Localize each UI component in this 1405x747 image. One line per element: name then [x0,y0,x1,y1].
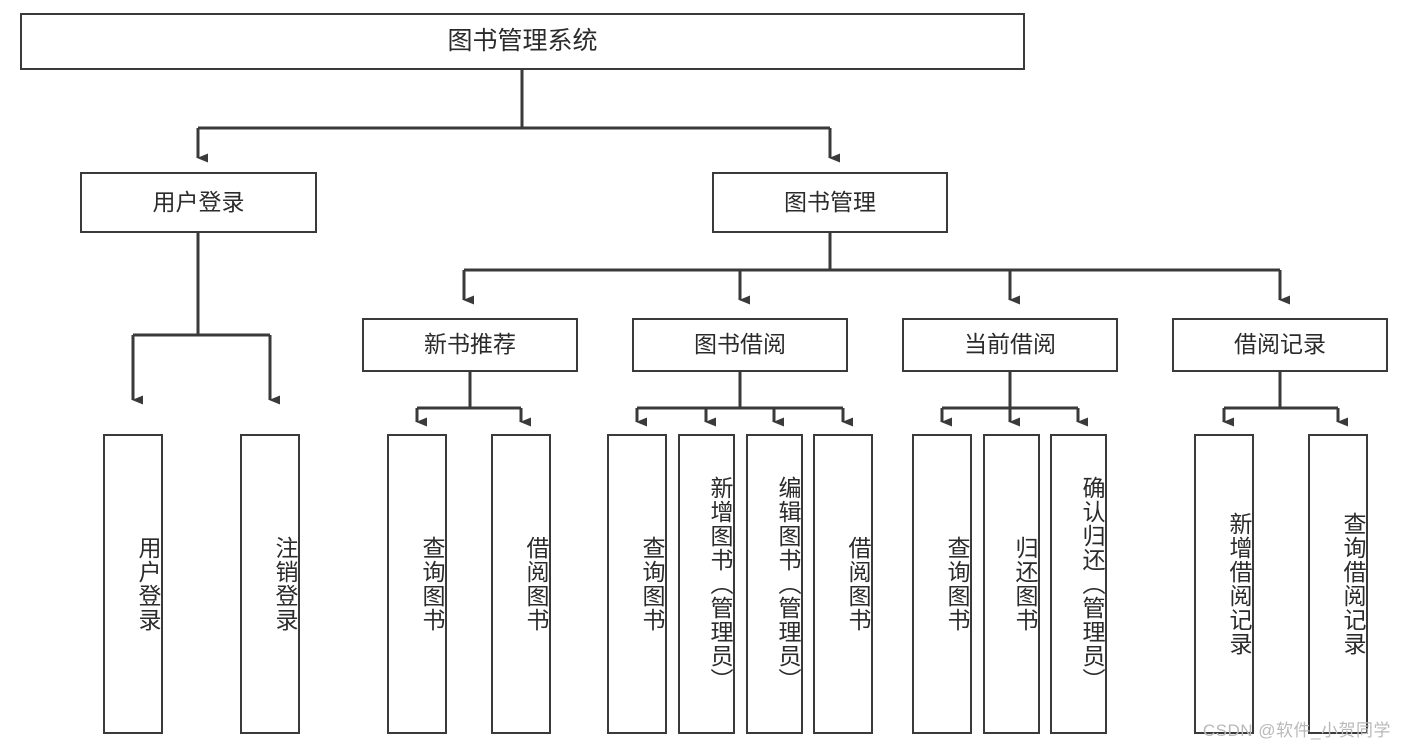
node-label: 借阅图书 [523,536,549,632]
node-label: 用户登录 [135,536,161,632]
node-label: 注销登录 [272,536,298,632]
node-label: 确认归还（管理员） [1079,476,1105,692]
node-leaf-logout-login[interactable]: 注销登录 [240,434,300,734]
node-leaf-query-book-recommend[interactable]: 查询图书 [387,434,447,734]
node-leaf-query-borrow-record[interactable]: 查询借阅记录 [1308,434,1368,734]
node-label: 新增借阅记录 [1226,512,1252,656]
node-leaf-borrow-book-recommend[interactable]: 借阅图书 [491,434,551,734]
node-borrow-record[interactable]: 借阅记录 [1172,318,1388,372]
node-label: 查询图书 [419,536,445,632]
node-label: 归还图书 [1012,536,1038,632]
node-leaf-add-book[interactable]: 新增图书（管理员） [678,434,735,734]
node-label: 编辑图书（管理员） [775,476,801,692]
node-label: 新增图书（管理员） [707,476,733,692]
node-label: 查询图书 [639,536,665,632]
node-label: 查询借阅记录 [1340,512,1366,656]
node-label: 借阅图书 [845,536,871,632]
node-label: 图书管理系统 [447,26,598,55]
node-book-borrow[interactable]: 图书借阅 [632,318,848,372]
node-leaf-user-login[interactable]: 用户登录 [103,434,163,734]
node-current-borrow[interactable]: 当前借阅 [902,318,1118,372]
node-new-book-recommend[interactable]: 新书推荐 [362,318,578,372]
node-label: 用户登录 [152,188,245,215]
node-leaf-borrow-book[interactable]: 借阅图书 [813,434,873,734]
node-leaf-query-book-current[interactable]: 查询图书 [912,434,972,734]
node-leaf-return-book[interactable]: 归还图书 [983,434,1040,734]
node-label: 借阅记录 [1234,331,1326,358]
node-label: 图书管理 [784,188,876,215]
node-label: 新书推荐 [424,331,516,358]
node-leaf-edit-book[interactable]: 编辑图书（管理员） [746,434,803,734]
node-book-management[interactable]: 图书管理 [712,172,948,233]
node-leaf-add-borrow-record[interactable]: 新增借阅记录 [1194,434,1254,734]
node-label: 查询图书 [944,536,970,632]
node-label: 图书借阅 [694,331,786,358]
node-leaf-query-book-borrow[interactable]: 查询图书 [607,434,667,734]
node-root-book-management-system[interactable]: 图书管理系统 [20,13,1025,70]
node-user-login[interactable]: 用户登录 [80,172,317,233]
node-label: 当前借阅 [964,331,1056,358]
node-leaf-confirm-return[interactable]: 确认归还（管理员） [1050,434,1107,734]
